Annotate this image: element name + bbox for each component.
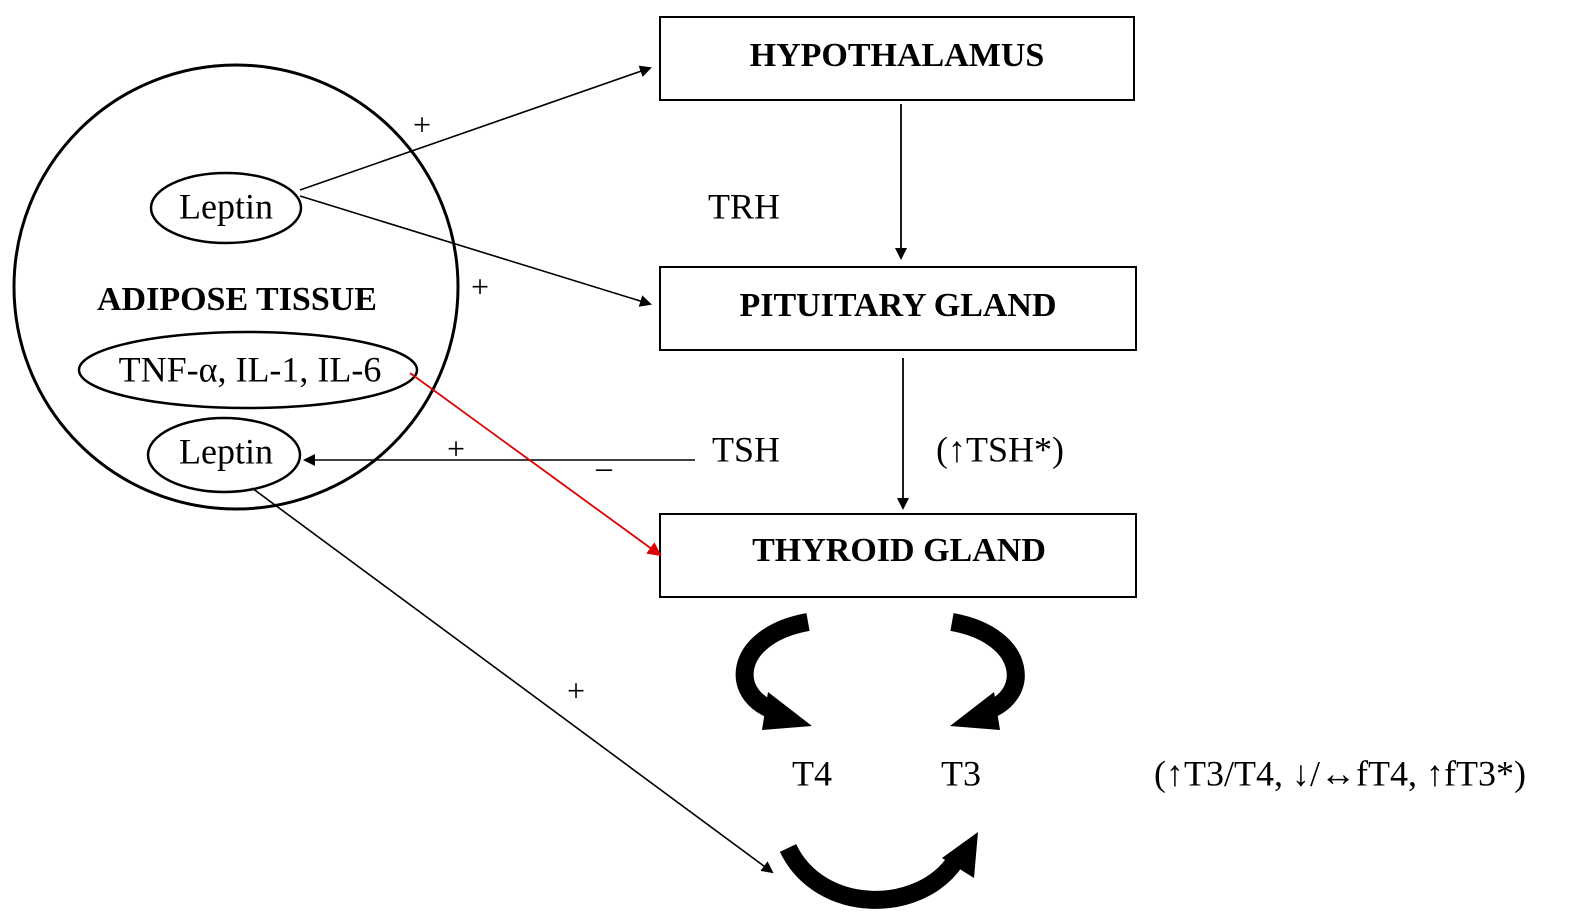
pituitary-gland-label: PITUITARY GLAND: [739, 287, 1056, 324]
sign-leptin-to-pituitary: +: [471, 268, 489, 304]
cytokines-label: TNF-α, IL-1, IL-6: [119, 349, 382, 389]
hormone-changes-label: (↑T3/T4, ↓/↔fT4, ↑fT3*): [1154, 753, 1526, 793]
sign-leptin-to-hypothalamus: +: [413, 106, 431, 142]
thyroid-gland-label: THYROID GLAND: [752, 532, 1046, 569]
adipose-tissue-label: ADIPOSE TISSUE: [97, 281, 377, 318]
arrow-leptin-to-pituitary: [299, 195, 652, 307]
curved-arrow-right: [950, 613, 1025, 730]
sign-leptin-to-conversion: +: [567, 672, 585, 708]
t3-label: T3: [941, 753, 981, 793]
sign-cytokines-to-thyroid: –: [595, 448, 613, 484]
adipose-tissue-circle: ADIPOSE TISSUE: [12, 63, 460, 511]
arrow-cytokines-to-thyroid: [409, 372, 662, 557]
arrow-leptin-to-conversion: [251, 487, 774, 874]
arrow-leptin-to-hypothalamus: [299, 65, 652, 191]
hypothalamus-box: HYPOTHALAMUS: [659, 16, 1135, 101]
leptin-bottom-label: Leptin: [179, 431, 273, 471]
t4-label: T4: [792, 753, 832, 793]
hypothalamus-label: HYPOTHALAMUS: [750, 37, 1045, 74]
cytokines-node: TNF-α, IL-1, IL-6: [77, 330, 419, 410]
leptin-bottom-node: Leptin: [146, 416, 302, 494]
curved-arrow-bottom: [779, 832, 978, 909]
trh-label: TRH: [708, 186, 780, 226]
sign-tsh-to-leptin: +: [447, 430, 465, 466]
tsh-change-label: (↑TSH*): [936, 429, 1064, 469]
thyroid-gland-box: THYROID GLAND: [659, 513, 1137, 598]
curved-arrow-left: [735, 613, 812, 730]
leptin-top-label: Leptin: [179, 186, 273, 226]
leptin-top-node: Leptin: [149, 171, 303, 245]
pituitary-gland-box: PITUITARY GLAND: [659, 266, 1137, 351]
tsh-label: TSH: [712, 429, 780, 469]
